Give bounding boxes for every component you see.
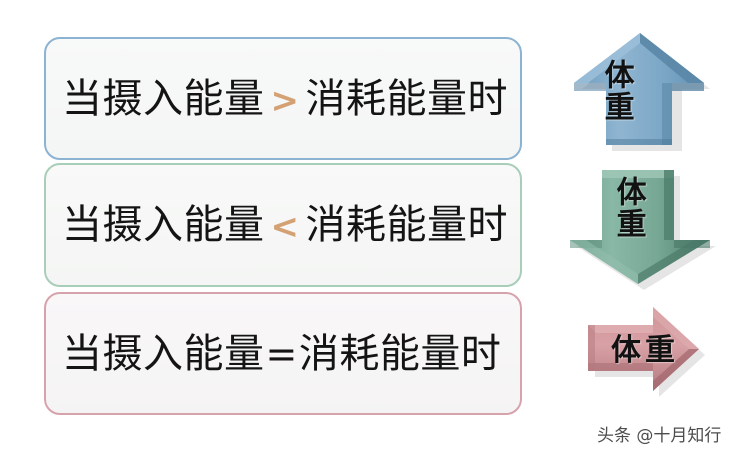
condition-operator-less-than: < — [270, 207, 300, 247]
arrow-down-bevel-right — [638, 240, 710, 284]
arrow-right-left-edge — [588, 325, 595, 371]
condition-text-intake-less: 当摄入能量<消耗能量时 — [46, 205, 508, 245]
arrow-down-body — [570, 170, 710, 284]
condition-text-intake-equal: 当摄入能量=消耗能量时 — [46, 334, 501, 374]
condition-suffix: 消耗能量时 — [298, 330, 502, 377]
arrow-down-shaft-edge — [664, 170, 674, 240]
condition-prefix: 当摄入能量 — [62, 330, 265, 377]
arrow-up-shaft-edge — [662, 83, 672, 145]
condition-box-intake-less: 当摄入能量<消耗能量时 — [44, 163, 522, 287]
condition-prefix: 当摄入能量 — [62, 202, 265, 248]
arrow-right-body — [588, 307, 699, 391]
condition-prefix: 当摄入能量 — [62, 75, 265, 122]
condition-operator-greater-than: > — [270, 80, 300, 121]
arrow-up-bevel-left — [574, 33, 640, 83]
arrow-up-barb-left — [574, 83, 606, 91]
condition-box-intake-equal: 当摄入能量=消耗能量时 — [44, 292, 522, 415]
condition-box-intake-greater: 当摄入能量>消耗能量时 — [44, 37, 522, 160]
condition-suffix: 消耗能量时 — [305, 202, 508, 248]
arrow-down-weight-loss: 体重 — [568, 166, 720, 290]
arrow-down-top-face — [602, 170, 674, 178]
arrow-right-head-lower — [653, 349, 699, 391]
watermark-text: 头条 @十月知行 — [597, 426, 722, 446]
arrow-right-head-upper — [653, 307, 699, 349]
arrow-up-weight-gain: 体重 — [568, 31, 714, 151]
arrow-up-bottom-edge — [606, 139, 672, 145]
arrow-down-icon — [570, 170, 716, 290]
condition-suffix: 消耗能量时 — [305, 75, 508, 122]
arrow-up-barb-right — [672, 83, 704, 91]
condition-operator-equals: = — [265, 331, 298, 376]
arrow-right-icon — [588, 307, 705, 397]
arrow-down-bevel-left — [570, 240, 638, 284]
arrow-up-icon — [574, 33, 710, 151]
arrow-right-bottom-bevel — [588, 363, 653, 371]
condition-text-intake-greater: 当摄入能量>消耗能量时 — [46, 79, 508, 119]
arrow-up-bevel-right — [640, 33, 704, 83]
arrow-right-top-bevel — [588, 325, 653, 333]
arrow-right-weight-steady: 体重 — [583, 303, 707, 401]
